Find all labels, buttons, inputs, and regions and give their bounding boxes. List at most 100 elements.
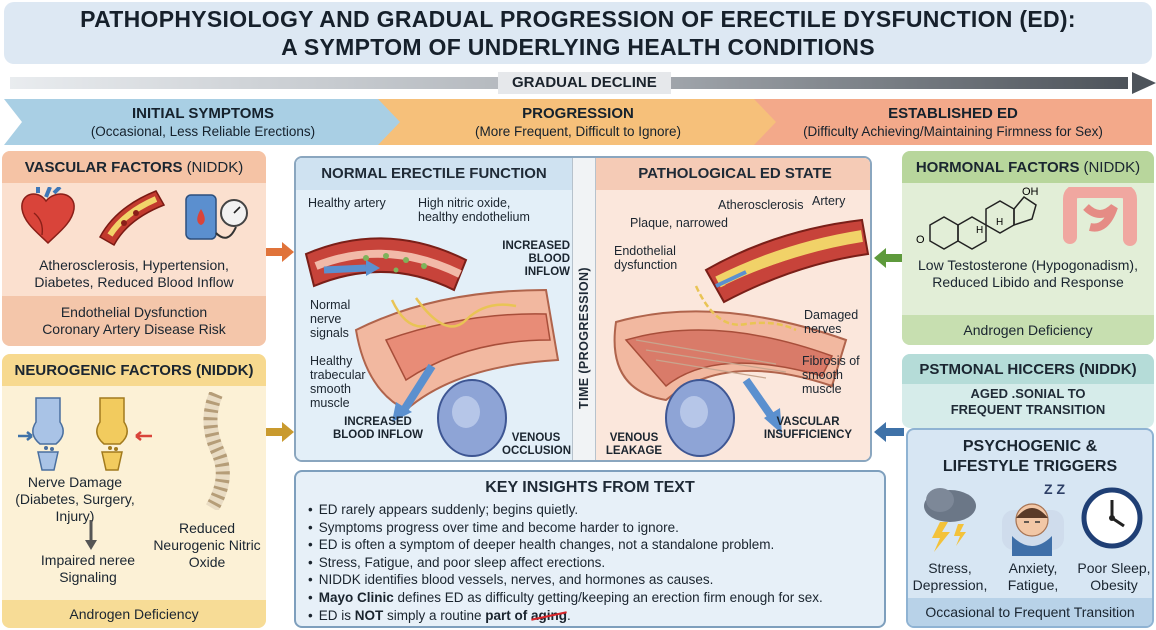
stage-title: INITIAL SYMPTOMS: [132, 104, 274, 122]
vascular-title: VASCULAR FACTORS: [24, 158, 183, 176]
title-line-1: PATHOPHYSIOLOGY AND GRADUAL PROGRESSION …: [80, 6, 1076, 32]
testosterone-molecule-icon: O OH H H: [916, 186, 1039, 250]
venous-occlusion-label: VENOUS OCCLUSION: [502, 432, 571, 457]
key-insights-list: ED rarely appears suddenly; begins quiet…: [308, 501, 884, 624]
stage-progression: PROGRESSION (More Frequent, Difficult to…: [378, 99, 778, 145]
hormonal-footer-text: Androgen Deficiency: [963, 321, 1093, 338]
artery-label: Artery: [812, 194, 846, 208]
psychogenic-title-2: LIFESTYLE TRIGGERS: [942, 458, 1118, 475]
pathological-title: PATHOLOGICAL ED STATE: [596, 158, 870, 190]
hydrogen-label-2: H: [996, 217, 1003, 228]
psychogenic-header: PSYCHOGENIC & LIFESTYLE TRIGGERS: [908, 430, 1152, 484]
damaged-nerves-label: Damaged nerves: [804, 308, 859, 336]
aging-mid-text: simply a routine: [383, 607, 486, 623]
zz-label: Z Z: [1044, 481, 1065, 497]
time-progression-text: TIME (PROGRESSION): [577, 267, 591, 409]
hormonal-arrow-icon: [874, 248, 902, 268]
vascular-header: VASCULAR FACTORS (NIDDK): [2, 151, 266, 183]
insight-item-aging: ED is NOT simply a routine part of aging…: [308, 607, 884, 625]
plaque-label: Plaque, narrowed: [630, 216, 728, 230]
stage-subtitle: (Occasional, Less Reliable Erections): [90, 123, 316, 139]
impaired-signaling-text: Impaired neree Signaling: [40, 552, 136, 585]
mayo-clinic-text: Mayo Clinic: [318, 589, 394, 605]
psychogenic-arrow-icon: [874, 422, 904, 442]
normal-anatomy-illustration: [304, 237, 560, 457]
stage-established-ed: ESTABLISHED ED (Difficulty Achieving/Mai…: [754, 99, 1152, 145]
nitric-oxide-label: High nitric oxide, healthy endothelium: [418, 196, 530, 224]
insight-item: NIDDK identifies blood vessels, nerves, …: [308, 571, 884, 589]
healthy-artery-label: Healthy artery: [308, 196, 386, 210]
hydrogen-label-1: H: [976, 225, 983, 236]
vascular-footer-line-2: Coronary Artery Disease Risk: [42, 321, 226, 337]
hormonal-source: (NIDDK): [1083, 158, 1141, 176]
psychogenic-footer: Occasional to Frequent Transition: [908, 598, 1152, 626]
title-banner: PATHOPHYSIOLOGY AND GRADUAL PROGRESSION …: [4, 2, 1152, 64]
artery-icon: [98, 190, 166, 247]
increased-inflow-top-label: INCREASED BLOOD INFLOW: [502, 240, 570, 278]
aging-pre-text: ED is: [318, 607, 355, 623]
hydroxyl-label: OH: [1022, 186, 1039, 198]
stage-title: PROGRESSION: [522, 104, 634, 122]
psychogenic-footer-text: Occasional to Frequent Transition: [925, 603, 1135, 620]
sleeping-person-icon: Z Z: [1002, 481, 1065, 556]
decline-label: GRADUAL DECLINE: [498, 72, 671, 94]
anxiety-label: Anxiety, Fatigue,: [1007, 560, 1059, 593]
decline-arrowhead: [1132, 72, 1156, 94]
increased-inflow-bottom-label: INCREASED BLOOD INFLOW: [332, 416, 424, 441]
oxygen-label: O: [916, 234, 925, 246]
pstmonal-header: PSTMONAL HICCERS (NIDDK): [902, 354, 1154, 384]
gradual-decline-arrow: GRADUAL DECLINE: [10, 72, 1156, 94]
storm-cloud-icon: [924, 488, 976, 552]
neurogenic-header: NEUROGENIC FACTORS (NIDDK): [2, 354, 266, 386]
atherosclerosis-label: Atherosclerosis: [718, 198, 804, 212]
fibrosis-label: Fibrosis of smooth muscle: [802, 354, 860, 396]
pathological-anatomy-illustration: [613, 218, 870, 457]
insight-item: Stress, Fatigue, and poor sleep affect e…: [308, 554, 884, 572]
stress-label: Stress, Depression,: [912, 560, 988, 593]
insight-item-mayo: Mayo Clinic defines ED as difficulty get…: [308, 589, 884, 607]
vascular-factors-panel: VASCULAR FACTORS (NIDDK) Atherosclerosis…: [2, 151, 266, 346]
spine-icon: [203, 392, 230, 510]
hormonal-footer: Androgen Deficiency: [902, 315, 1154, 345]
psychogenic-lifestyle-panel: PSYCHOGENIC & LIFESTYLE TRIGGERS Z Z Str…: [906, 428, 1154, 628]
endothelial-dysfunction-label: Endothelial dysfunction: [614, 244, 678, 272]
title-line-2: A SYMPTOM OF UNDERLYING HEALTH CONDITION…: [281, 34, 875, 60]
part-of-text: part of: [485, 607, 532, 623]
not-text: NOT: [354, 607, 384, 623]
neurogenic-footer: Androgen Deficiency: [2, 600, 266, 628]
vascular-insufficiency-label: VASCULAR INSUFFICIENCY: [763, 416, 853, 441]
aging-struck-text: aging: [531, 607, 568, 623]
trabecular-muscle-label: Healthy trabecular smooth muscle: [310, 354, 366, 410]
neurogenic-factors-panel: NEUROGENIC FACTORS (NIDDK) Nerve Damage …: [2, 354, 266, 628]
heart-icon: [21, 187, 75, 245]
pstmonal-body: AGED .SONIAL TO FREQUENT TRANSITION: [902, 386, 1154, 418]
clock-icon: [1081, 487, 1143, 549]
vascular-caption: Atherosclerosis, Hypertension, Diabetes,…: [34, 257, 234, 290]
intestine-icon: [1063, 187, 1137, 246]
stage-initial-symptoms: INITIAL SYMPTOMS (Occasional, Less Relia…: [4, 99, 402, 145]
stage-subtitle: (Difficulty Achieving/Maintaining Firmne…: [803, 123, 1103, 139]
key-insights-box: KEY INSIGHTS FROM TEXT ED rarely appears…: [294, 470, 886, 628]
insight-item: Symptoms progress over time and become h…: [308, 519, 884, 537]
neurogenic-arrow-icon: [266, 422, 294, 442]
neurogenic-footer-text: Androgen Deficiency: [69, 605, 199, 622]
nerve-damage-text: Nerve Damage (Diabetes, Surgery, Injury): [15, 474, 135, 524]
pstmonal-line-2: FREQUENT TRANSITION: [950, 402, 1106, 417]
insight-item: ED rarely appears suddenly; begins quiet…: [308, 501, 884, 519]
hormonal-title: HORMONAL FACTORS: [915, 158, 1080, 176]
pstmonal-line-1: AGED .SONIAL TO: [970, 386, 1086, 401]
psychogenic-title-1: PSYCHOGENIC &: [962, 438, 1098, 455]
reduced-nitric-oxide-text: Reduced Neurogenic Nitric Oxide: [153, 520, 261, 570]
vascular-footer-line-1: Endothelial Dysfunction: [60, 304, 208, 320]
poor-sleep-label: Poor Sleep, Obesity: [1077, 560, 1151, 593]
venous-leakage-label: VENOUS LEAKAGE: [605, 432, 663, 457]
mayo-definition-text: defines ED as difficulty getting/keeping…: [393, 589, 823, 605]
blood-pressure-icon: [185, 194, 248, 240]
center-diagram: NORMAL ERECTILE FUNCTION PATHOLOGICAL ED…: [294, 156, 872, 462]
aging-end-text: .: [567, 607, 571, 623]
insight-item: ED is often a symptom of deeper health c…: [308, 536, 884, 554]
synapse-icon: [18, 397, 152, 471]
time-divider: [572, 158, 596, 460]
pstmonal-factors-panel: PSTMONAL HICCERS (NIDDK) AGED .SONIAL TO…: [902, 354, 1154, 428]
time-progression-label: TIME (PROGRESSION): [574, 218, 594, 458]
